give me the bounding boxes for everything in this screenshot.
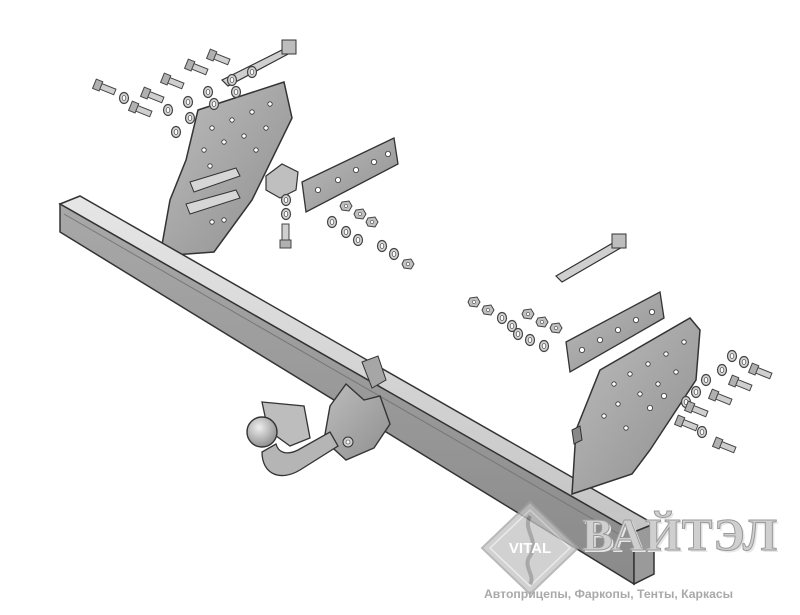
left-spacer-plate: [301, 137, 399, 214]
vital-emblem-text: VITAL: [509, 540, 551, 557]
main-cross-beam: [58, 195, 656, 586]
right-mounting-plate: [571, 317, 701, 496]
tow-ball-neck: [246, 401, 339, 477]
center-bracket: [265, 163, 299, 249]
center-fastener-set: [326, 200, 415, 270]
left-mounting-plate: [159, 81, 293, 257]
right-center-fastener-set: [467, 296, 563, 353]
left-strap: [220, 39, 297, 87]
right-spacer-plate: [565, 290, 665, 374]
brand-name: ВАЙТЭЛ: [582, 509, 779, 560]
vital-emblem-icon: VITAL: [480, 500, 580, 596]
brand-tagline: Автоприцепы, Фаркопы, Тенты, Каркасы: [484, 587, 734, 601]
right-strap: [555, 233, 627, 283]
hitch-bracket: [323, 355, 391, 461]
